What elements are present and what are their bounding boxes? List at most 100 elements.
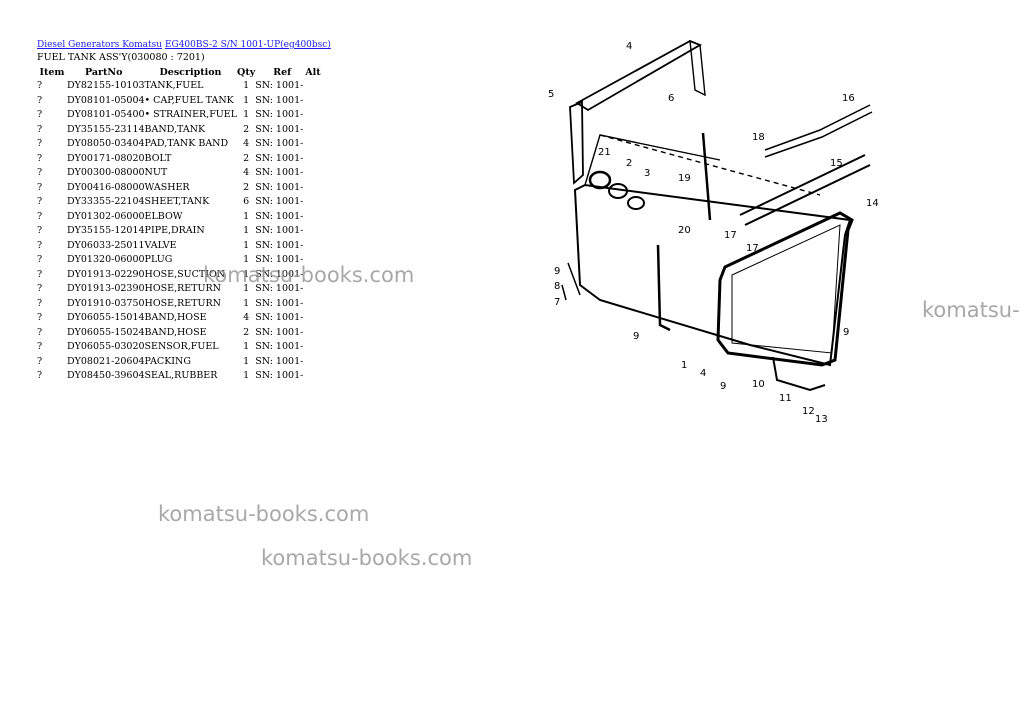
row-ref: SN: 1001- bbox=[255, 355, 304, 367]
row-item: ? bbox=[37, 297, 43, 309]
row-description: HOSE,RETURN bbox=[144, 297, 221, 309]
row-qty: 1 bbox=[243, 210, 250, 222]
row-description: BAND,HOSE bbox=[144, 326, 207, 338]
row-partno: DY08050-03404 bbox=[67, 138, 145, 149]
row-partno: DY06055-15024 bbox=[67, 326, 145, 338]
callout-21: 21 bbox=[598, 147, 611, 158]
callout-20: 20 bbox=[678, 225, 691, 236]
callout-5: 5 bbox=[548, 89, 554, 100]
callout-9b: 9 bbox=[843, 327, 849, 338]
row-partno: DY01910-03750 bbox=[67, 297, 145, 309]
callout-17b: 17 bbox=[746, 243, 759, 254]
row-description: NUT bbox=[144, 167, 168, 178]
row-alt bbox=[305, 224, 325, 239]
row-partno: DY82155-10103 bbox=[67, 80, 145, 91]
callout-15: 15 bbox=[830, 158, 843, 169]
row-item: ? bbox=[37, 312, 43, 323]
breadcrumb-link-diesel-generators[interactable]: Diesel Generators Komatsu bbox=[37, 40, 163, 50]
callout-7: 7 bbox=[554, 297, 560, 308]
header-description: Description bbox=[159, 67, 222, 78]
row-alt bbox=[305, 79, 325, 94]
row-item: ? bbox=[37, 210, 43, 222]
row-alt bbox=[305, 108, 325, 123]
row-ref: SN: 1001- bbox=[255, 283, 304, 294]
row-ref: SN: 1001- bbox=[255, 312, 304, 323]
watermark: komatsu- bbox=[922, 298, 1020, 322]
callout-9c: 9 bbox=[633, 331, 639, 342]
row-alt bbox=[305, 152, 325, 167]
row-qty: 1 bbox=[243, 109, 250, 120]
row-ref: SN: 1001- bbox=[255, 225, 304, 236]
row-alt bbox=[305, 166, 325, 181]
row-item: ? bbox=[37, 152, 43, 164]
row-partno: DY00300-08000 bbox=[67, 167, 145, 178]
breadcrumb-link-model[interactable]: EG400BS-2 S/N 1001-UP(eg400bsc) bbox=[164, 40, 331, 50]
callout-18: 18 bbox=[752, 132, 765, 143]
row-qty: 4 bbox=[243, 167, 250, 178]
row-ref: SN: 1001- bbox=[255, 80, 304, 91]
row-ref: SN: 1001- bbox=[255, 341, 304, 352]
row-qty: 1 bbox=[243, 297, 250, 309]
row-partno: DY35155-12014 bbox=[67, 225, 145, 236]
row-description: SHEET,TANK bbox=[144, 196, 210, 207]
row-ref: SN: 1001- bbox=[255, 254, 304, 265]
row-qty: 1 bbox=[243, 254, 250, 265]
row-alt bbox=[305, 355, 325, 370]
row-item: ? bbox=[37, 326, 43, 338]
row-alt bbox=[305, 181, 325, 196]
parts-table: Item PartNo Description Qty Ref Alt ?DY8… bbox=[37, 66, 325, 384]
fuel-tank-diagram: 4 5 6 16 18 21 2 3 19 15 14 20 17 17 9 8… bbox=[548, 39, 879, 425]
callout-9d: 9 bbox=[720, 381, 726, 392]
callout-1: 1 bbox=[681, 360, 687, 371]
row-qty: 1 bbox=[243, 355, 250, 367]
row-ref: SN: 1001- bbox=[255, 239, 304, 251]
row-qty: 6 bbox=[243, 196, 250, 207]
row-partno: DY33355-22104 bbox=[67, 196, 145, 207]
row-description: PIPE,DRAIN bbox=[144, 225, 205, 236]
row-item: ? bbox=[37, 254, 43, 265]
row-ref: SN: 1001- bbox=[255, 138, 304, 149]
row-partno: DY00416-08000 bbox=[67, 181, 145, 193]
row-ref: SN: 1001- bbox=[255, 123, 304, 135]
row-alt bbox=[305, 297, 325, 312]
callout-14: 14 bbox=[866, 198, 879, 209]
callout-13: 13 bbox=[815, 414, 828, 425]
header-partno: PartNo bbox=[85, 67, 123, 78]
row-qty: 2 bbox=[243, 152, 250, 164]
row-alt bbox=[305, 239, 325, 254]
row-item: ? bbox=[37, 355, 43, 367]
row-description: • CAP,FUEL TANK bbox=[144, 94, 234, 106]
callout-2: 2 bbox=[626, 158, 632, 169]
watermark: komatsu-books.com bbox=[158, 502, 370, 526]
row-description: HOSE,RETURN bbox=[144, 283, 221, 294]
row-ref: SN: 1001- bbox=[255, 167, 304, 178]
row-ref: SN: 1001- bbox=[255, 210, 304, 222]
row-item: ? bbox=[37, 80, 43, 91]
row-item: ? bbox=[37, 239, 43, 251]
row-ref: SN: 1001- bbox=[255, 268, 304, 280]
callout-3: 3 bbox=[644, 168, 650, 179]
callout-12: 12 bbox=[802, 406, 815, 417]
row-item: ? bbox=[37, 109, 43, 120]
row-alt bbox=[305, 123, 325, 138]
row-ref: SN: 1001- bbox=[255, 94, 304, 106]
row-ref: SN: 1001- bbox=[255, 326, 304, 338]
row-ref: SN: 1001- bbox=[255, 152, 304, 164]
row-qty: 1 bbox=[243, 341, 250, 352]
row-description: BAND,TANK bbox=[144, 123, 206, 135]
callout-11: 11 bbox=[779, 393, 792, 404]
row-ref: SN: 1001- bbox=[255, 370, 304, 381]
